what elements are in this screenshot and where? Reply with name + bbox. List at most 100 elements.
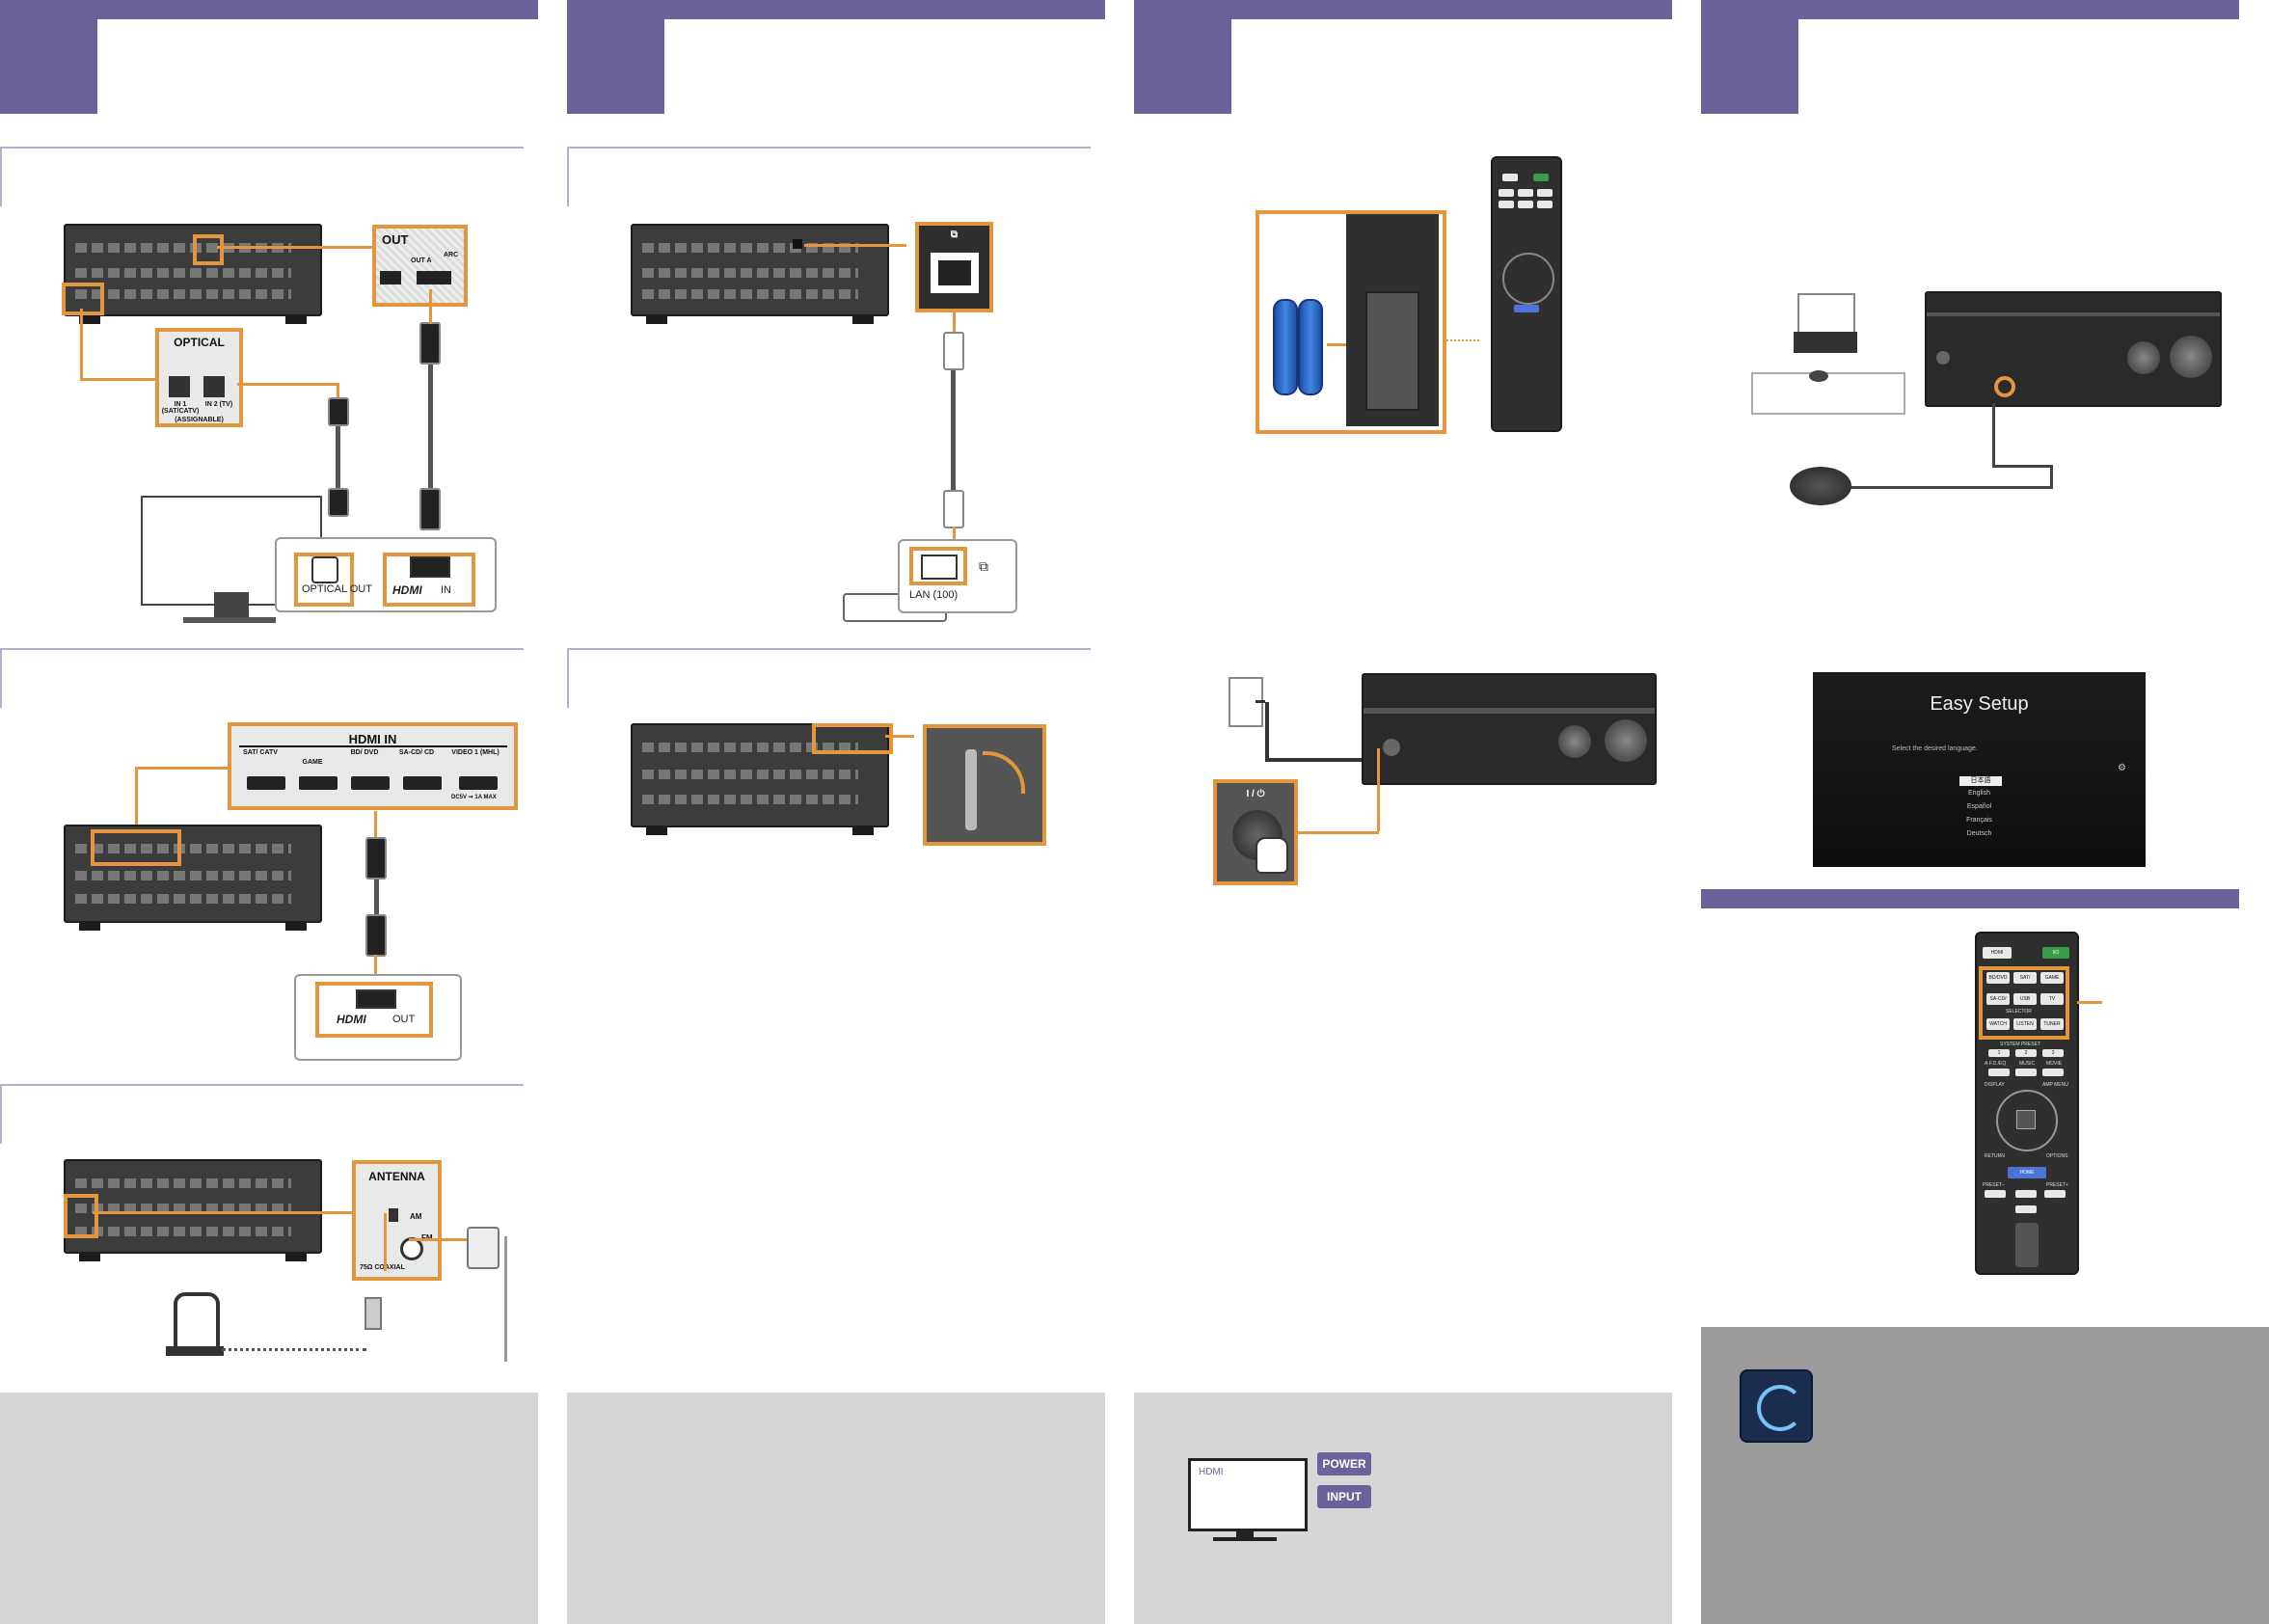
remote-afd-button[interactable] <box>1988 1069 2010 1076</box>
hdmi-in-port-1: SAT/ CATV <box>243 749 278 756</box>
remote-hdmi-output[interactable]: HDMI OUTPUT <box>1983 947 2012 959</box>
easy-setup-prompt: Select the desired language. <box>1892 745 1978 752</box>
antenna-fm: FM <box>421 1233 433 1242</box>
player-hdmi-logo: HDMI <box>337 1013 366 1026</box>
pointing-hand-icon <box>1256 837 1288 874</box>
remote-input-8[interactable]: LISTEN <box>2013 1018 2037 1030</box>
setup-microphone <box>1790 467 1851 505</box>
remote-preset-minus: PRESET– <box>1983 1182 2005 1188</box>
remote-prev-button[interactable] <box>1985 1190 2006 1198</box>
remote-input-9[interactable]: TUNER <box>2040 1018 2064 1030</box>
remote-volume-button[interactable] <box>2015 1223 2039 1267</box>
antenna-panel: ANTENNA AM FM 75Ω COAXIAL <box>352 1160 442 1281</box>
hdmi-out-title: OUT <box>382 232 409 247</box>
remote-amp-menu-label: AMP MENU <box>2042 1082 2068 1088</box>
tv-input-label: HDMI <box>1199 1467 1224 1477</box>
antenna-am: AM <box>410 1212 422 1221</box>
tv-input-panel: HDMI POWER INPUT <box>1134 1393 1672 1624</box>
power-button-tv[interactable]: POWER <box>1317 1452 1371 1475</box>
optical-in1: IN 1 (SAT/CATV) <box>161 401 200 415</box>
highlight-hdmi-out-port <box>193 234 224 265</box>
easy-setup-title: Easy Setup <box>1930 693 2029 715</box>
hdmi-in-panel: HDMI IN SAT/ CATV GAME BD/ DVD SA-CD/ CD… <box>228 722 518 810</box>
player-box: HDMI OUT <box>294 974 462 1061</box>
hdmi-out-panel: OUT OUT A ARC <box>372 225 468 307</box>
remote-enter-button[interactable] <box>2016 1110 2036 1129</box>
am-loop-antenna <box>174 1292 220 1350</box>
battery-insert-panel <box>1256 210 1446 434</box>
antenna-coaxial: 75Ω COAXIAL <box>360 1264 405 1271</box>
section-divider <box>0 1084 524 1144</box>
battery-2 <box>1298 299 1323 395</box>
power-button-label: I / ⏻ <box>1246 789 1265 799</box>
input-button-tv[interactable]: INPUT <box>1317 1485 1371 1508</box>
remote-preset-plus: PRESET+ <box>2046 1182 2068 1188</box>
lan-cable <box>951 370 956 494</box>
remote-large: HDMI OUTPUT I/⏻ BD/DVD SAT/ CATV GAME SA… <box>1975 932 2079 1275</box>
note-panel <box>567 1393 1105 1624</box>
remote-preset-2[interactable]: 2 <box>2015 1049 2037 1057</box>
hdmi-arc: ARC <box>444 252 459 258</box>
remote-power[interactable]: I/⏻ <box>2042 947 2069 959</box>
column-connect-av: OPTICAL IN 1 (SAT/CATV) IN 2 (TV) (ASSIG… <box>0 0 538 1624</box>
section-divider <box>567 648 1091 708</box>
highlight-optical-port <box>62 283 104 315</box>
optical-cable <box>336 415 340 511</box>
language-option-1[interactable]: 日本語 <box>1959 776 2002 786</box>
remote-movie-button[interactable] <box>2042 1069 2064 1076</box>
column-setup: Easy Setup Select the desired language. … <box>1701 0 2269 1624</box>
remote-input-6[interactable]: TV <box>2040 993 2064 1005</box>
settings-gear-icon: ⚙ <box>2118 763 2126 773</box>
remote-play-button[interactable] <box>2015 1190 2037 1198</box>
optical-assignable: (ASSIGNABLE) <box>175 417 224 423</box>
power-button-panel: I / ⏻ <box>1213 779 1298 885</box>
remote-home-button[interactable]: HOME <box>2008 1167 2046 1178</box>
section-divider <box>567 147 1091 206</box>
receiver-rear <box>631 723 889 835</box>
highlight-input-buttons <box>1979 966 2069 1040</box>
hdmi-in-label: IN <box>441 584 451 596</box>
remote-display-label: DISPLAY <box>1985 1082 2005 1088</box>
language-option-2[interactable]: English <box>1968 790 1990 797</box>
column-network: ⧉ LAN (100) ⧉ <box>567 0 1105 1624</box>
app-icon <box>1740 1369 1813 1443</box>
hdmi-in-port-2: GAME <box>302 759 323 766</box>
hdmi-logo: HDMI <box>392 583 422 597</box>
note-panel <box>0 1393 538 1624</box>
receiver-rear <box>64 1159 322 1261</box>
column-power: I / ⏻ HDMI POWER INPUT <box>1134 0 1672 1624</box>
remote-input-2[interactable]: SAT/ CATV <box>2013 972 2037 984</box>
player-hdmi-out-label: OUT <box>392 1014 416 1025</box>
section-divider <box>0 147 524 206</box>
hdmi-out-a: OUT A <box>411 257 432 264</box>
remote-input-3[interactable]: GAME <box>2040 972 2064 984</box>
optical-in2: IN 2 (TV) <box>204 401 233 408</box>
lan-label: LAN (100) <box>909 589 959 601</box>
hdmi-in-title: HDMI IN <box>348 732 397 746</box>
remote-input-1[interactable]: BD/DVD <box>1986 972 2010 984</box>
optical-title: OPTICAL <box>174 336 225 349</box>
remote-dpad[interactable] <box>1996 1090 2058 1151</box>
remote-options-label: OPTIONS <box>2046 1153 2068 1159</box>
wifi-antenna-panel <box>923 724 1046 846</box>
language-option-5[interactable]: Deutsch <box>1966 830 1992 837</box>
remote-movie-label: MOVIE <box>2046 1061 2063 1067</box>
remote-music-button[interactable] <box>2015 1069 2037 1076</box>
remote-next-button[interactable] <box>2044 1190 2066 1198</box>
section-divider <box>0 648 524 708</box>
hdmi-in-port-5: VIDEO 1 (MHL) <box>451 749 500 756</box>
remote-input-5[interactable]: USB <box>2013 993 2037 1005</box>
remote-preset-3[interactable]: 3 <box>2042 1049 2064 1057</box>
language-option-3[interactable]: Español <box>1966 803 1992 810</box>
fm-antenna <box>467 1227 500 1269</box>
tv-connector-box: OPTICAL OUT HDMI IN <box>275 537 497 612</box>
receiver-rear <box>631 224 889 324</box>
remote-input-7[interactable]: WATCH <box>1986 1018 2010 1030</box>
remote-stop-button[interactable] <box>2015 1205 2037 1213</box>
remote-input-4[interactable]: SA-CD/ CD <box>1986 993 2010 1005</box>
tv-with-stand <box>1797 293 1855 336</box>
battery-1 <box>1273 299 1298 395</box>
hdmi-cable <box>428 328 433 492</box>
language-option-4[interactable]: Français <box>1966 817 1992 824</box>
remote-preset-1[interactable]: 1 <box>1988 1049 2010 1057</box>
